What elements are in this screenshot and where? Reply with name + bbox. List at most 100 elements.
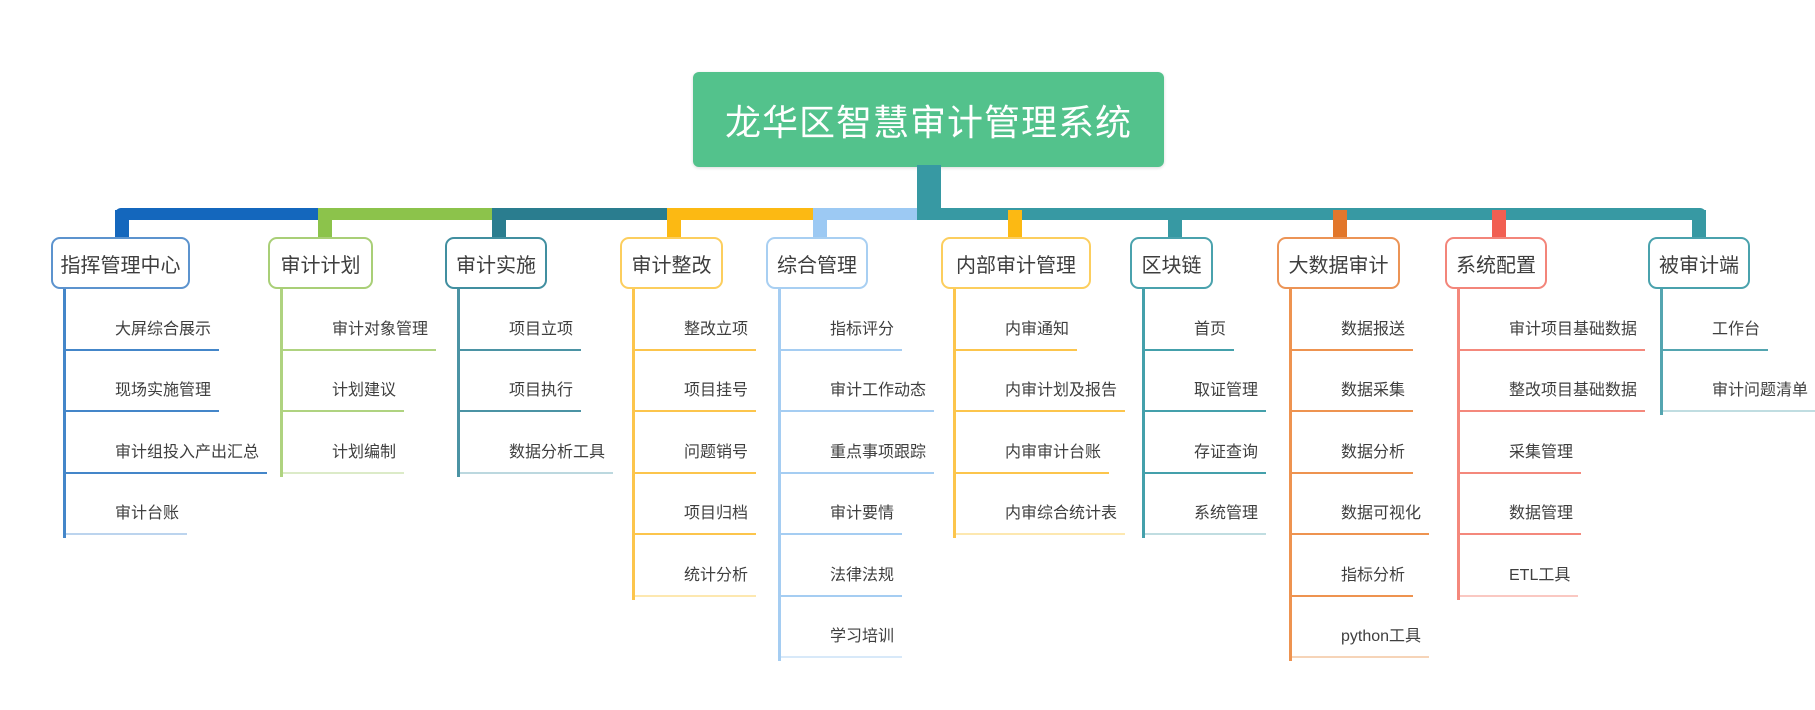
branch-children: 项目立项 项目执行 数据分析工具 — [457, 289, 614, 476]
branch-internal-audit: 内部审计管理 内审通知 内审计划及报告 内审审计台账 内审综合统计表 — [941, 237, 1126, 538]
branch-label: 内部审计管理 — [956, 254, 1076, 277]
branch-node[interactable]: 指挥管理中心 — [51, 237, 190, 289]
connector-bar-segment — [917, 208, 1706, 220]
tree-item-label: 内审通知 — [953, 315, 1078, 351]
branch-label: 审计整改 — [631, 254, 712, 277]
connector-bar-segment — [115, 208, 318, 220]
tree-item[interactable]: 统计分析 — [632, 535, 757, 597]
tree-item-label: 指标评分 — [778, 315, 903, 351]
tree-item[interactable]: 项目执行 — [457, 351, 613, 412]
tree-item[interactable]: 审计项目基础数据 — [1457, 289, 1646, 351]
connector-bar-segment — [813, 208, 917, 220]
tree-item-label: 数据报送 — [1289, 315, 1414, 351]
branch-node[interactable]: 被审计端 — [1648, 237, 1750, 289]
connector-bar-segment — [318, 208, 492, 220]
tree-item-label: 数据可视化 — [1289, 499, 1430, 535]
branch-command-center: 指挥管理中心 大屏综合展示 现场实施管理 审计组投入产出汇总 审计台账 — [51, 237, 268, 538]
tree-item[interactable]: 整改立项 — [632, 289, 757, 351]
branch-stub-connector — [1168, 210, 1182, 239]
root-trunk-connector — [917, 165, 941, 212]
tree-item[interactable]: 大屏综合展示 — [63, 289, 267, 351]
tree-item[interactable]: 指标评分 — [778, 289, 934, 351]
tree-item[interactable]: 数据采集 — [1289, 351, 1429, 412]
branch-label: 被审计端 — [1659, 254, 1739, 277]
branch-stub-connector — [1492, 210, 1506, 239]
tree-item[interactable]: 审计要情 — [778, 474, 934, 535]
tree-item[interactable]: 审计组投入产出汇总 — [63, 412, 268, 474]
tree-item[interactable]: 取证管理 — [1142, 351, 1267, 412]
tree-item[interactable]: 数据分析工具 — [457, 412, 614, 474]
tree-item[interactable]: 指标分析 — [1289, 535, 1429, 597]
branch-audit-rectification: 审计整改 整改立项 项目挂号 问题销号 项目归档 统计分析 — [620, 237, 757, 599]
tree-item[interactable]: 项目立项 — [457, 289, 613, 351]
tree-item[interactable]: 审计问题清单 — [1660, 351, 1815, 412]
tree-item[interactable]: 工作台 — [1660, 289, 1815, 351]
tree-item[interactable]: 内审综合统计表 — [953, 474, 1126, 535]
branch-label: 指挥管理中心 — [60, 254, 181, 277]
branch-audit-plan: 审计计划 审计对象管理 计划建议 计划编制 — [268, 237, 437, 476]
tree-item-label: 计划建议 — [280, 376, 405, 412]
tree-item[interactable]: 内审通知 — [953, 289, 1125, 351]
tree-item[interactable]: 内审审计台账 — [953, 412, 1125, 474]
tree-item[interactable]: 学习培训 — [778, 597, 934, 658]
branch-children: 内审通知 内审计划及报告 内审审计台账 内审综合统计表 — [953, 289, 1126, 538]
tree-item-label: 工作台 — [1660, 315, 1769, 351]
tree-item[interactable]: 审计对象管理 — [280, 289, 437, 351]
branch-children: 数据报送 数据采集 数据分析 数据可视化 指标分析 python工具 — [1289, 289, 1430, 661]
branch-node[interactable]: 综合管理 — [766, 237, 868, 289]
tree-item-label: 项目立项 — [457, 315, 582, 351]
tree-item[interactable]: 首页 — [1142, 289, 1266, 351]
root-topic[interactable]: 龙华区智慧审计管理系统 — [693, 72, 1164, 167]
tree-item[interactable]: python工具 — [1289, 597, 1430, 658]
connector-bar-segment — [667, 208, 813, 220]
branch-stub-connector — [492, 210, 506, 239]
connector-bar-segment — [492, 208, 667, 220]
root-topic-label: 龙华区智慧审计管理系统 — [724, 101, 1132, 143]
branch-stub-connector — [318, 210, 332, 239]
tree-item-label: 内审计划及报告 — [953, 376, 1126, 412]
tree-item[interactable]: 计划编制 — [280, 412, 436, 474]
branch-node[interactable]: 审计实施 — [445, 237, 547, 289]
tree-item-label: 整改立项 — [632, 315, 757, 351]
tree-item[interactable]: 现场实施管理 — [63, 351, 267, 412]
branch-comprehensive-management: 综合管理 指标评分 审计工作动态 重点事项跟踪 审计要情 法律法规 学习培训 — [766, 237, 935, 661]
tree-item[interactable]: 项目挂号 — [632, 351, 757, 412]
tree-item-label: 内审审计台账 — [953, 438, 1110, 474]
tree-item[interactable]: 系统管理 — [1142, 474, 1267, 535]
tree-item-label: 项目挂号 — [632, 376, 757, 412]
tree-item[interactable]: ETL工具 — [1457, 535, 1645, 597]
tree-item-label: 系统管理 — [1142, 499, 1267, 535]
tree-item[interactable]: 数据可视化 — [1289, 474, 1430, 535]
tree-item[interactable]: 法律法规 — [778, 535, 934, 597]
branch-children: 工作台 审计问题清单 — [1660, 289, 1815, 415]
branch-bigdata-audit: 大数据审计 数据报送 数据采集 数据分析 数据可视化 指标分析 python工具 — [1277, 237, 1430, 661]
branch-label: 系统配置 — [1456, 254, 1536, 277]
tree-item-label: 存证查询 — [1142, 438, 1267, 474]
branch-node[interactable]: 大数据审计 — [1277, 237, 1400, 289]
branch-node[interactable]: 系统配置 — [1445, 237, 1547, 289]
tree-item[interactable]: 存证查询 — [1142, 412, 1267, 474]
tree-item[interactable]: 审计工作动态 — [778, 351, 935, 412]
tree-item-label: 指标分析 — [1289, 561, 1414, 597]
tree-item[interactable]: 审计台账 — [63, 474, 267, 535]
tree-item[interactable]: 数据管理 — [1457, 474, 1645, 535]
branch-node[interactable]: 区块链 — [1130, 237, 1213, 289]
tree-item[interactable]: 计划建议 — [280, 351, 436, 412]
tree-item[interactable]: 整改项目基础数据 — [1457, 351, 1646, 412]
tree-item[interactable]: 问题销号 — [632, 412, 757, 474]
tree-item[interactable]: 数据报送 — [1289, 289, 1429, 351]
tree-item[interactable]: 项目归档 — [632, 474, 757, 535]
branch-node[interactable]: 内部审计管理 — [941, 237, 1091, 289]
branch-node[interactable]: 审计计划 — [268, 237, 373, 289]
tree-item[interactable]: 采集管理 — [1457, 412, 1645, 474]
tree-item-label: 问题销号 — [632, 438, 757, 474]
tree-item-label: 学习培训 — [778, 622, 903, 658]
branch-node[interactable]: 审计整改 — [620, 237, 723, 289]
tree-item-label: 数据管理 — [1457, 499, 1582, 535]
tree-item[interactable]: 内审计划及报告 — [953, 351, 1126, 412]
branch-children: 指标评分 审计工作动态 重点事项跟踪 审计要情 法律法规 学习培训 — [778, 289, 935, 661]
tree-item[interactable]: 重点事项跟踪 — [778, 412, 935, 474]
branch-children: 整改立项 项目挂号 问题销号 项目归档 统计分析 — [632, 289, 757, 599]
tree-item-label: 审计组投入产出汇总 — [63, 438, 268, 474]
tree-item[interactable]: 数据分析 — [1289, 412, 1429, 474]
